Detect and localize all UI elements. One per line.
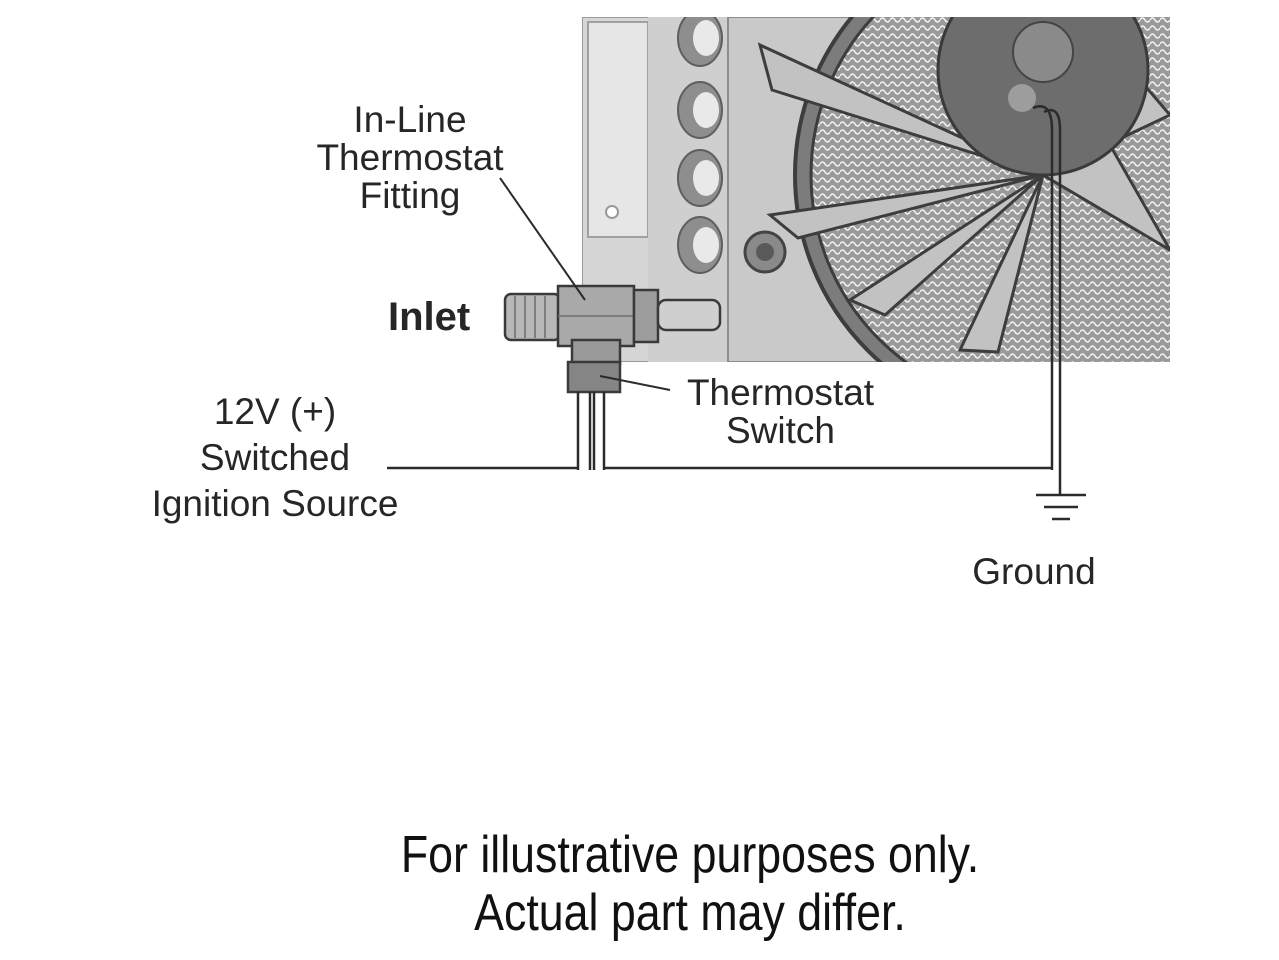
source-label-line3: Ignition Source xyxy=(151,483,399,524)
fitting-label: In-Line Thermostat Fitting xyxy=(280,101,540,215)
fan-motor-hub xyxy=(936,17,1150,177)
disclaimer: For illustrative purposes only. Actual p… xyxy=(355,826,1026,942)
bracket-hole xyxy=(605,205,619,219)
outlet-tube xyxy=(656,298,722,332)
switch-wires xyxy=(576,392,606,470)
inlet-label: Inlet xyxy=(388,295,471,339)
switch-label-line2: Switch xyxy=(726,410,835,451)
ground-symbol-icon xyxy=(1036,493,1086,521)
source-label-line1: 12V (+) xyxy=(213,391,337,432)
fitting-label-line1: In-Line xyxy=(353,99,467,140)
ignition-source-label: 12V (+) Switched Ignition Source xyxy=(110,389,440,527)
fitting-leader xyxy=(499,177,586,301)
ground-lead xyxy=(1032,105,1062,495)
oil-cooler-fan-assembly xyxy=(582,17,1170,362)
mounting-bracket xyxy=(587,21,649,238)
fitting-label-line3: Fitting xyxy=(359,175,461,216)
source-label-line2: Switched xyxy=(199,437,351,478)
switch-label: Thermostat Switch xyxy=(668,374,893,450)
fitting-label-line2: Thermostat xyxy=(316,137,504,178)
disclaimer-line2: Actual part may differ. xyxy=(474,884,906,942)
hex-nut xyxy=(632,288,660,344)
thermostat-switch xyxy=(566,360,622,394)
ground-label: Ground xyxy=(972,551,1096,592)
fan-ring xyxy=(809,17,909,362)
switch-adapter xyxy=(570,338,622,366)
inline-thermostat-fitting xyxy=(503,284,722,394)
leader-lines xyxy=(499,177,671,391)
disclaimer-line1: For illustrative purposes only. xyxy=(400,826,980,884)
inlet-nipple xyxy=(503,292,562,342)
switch-label-line1: Thermostat xyxy=(686,372,875,413)
switch-leader xyxy=(599,375,671,391)
